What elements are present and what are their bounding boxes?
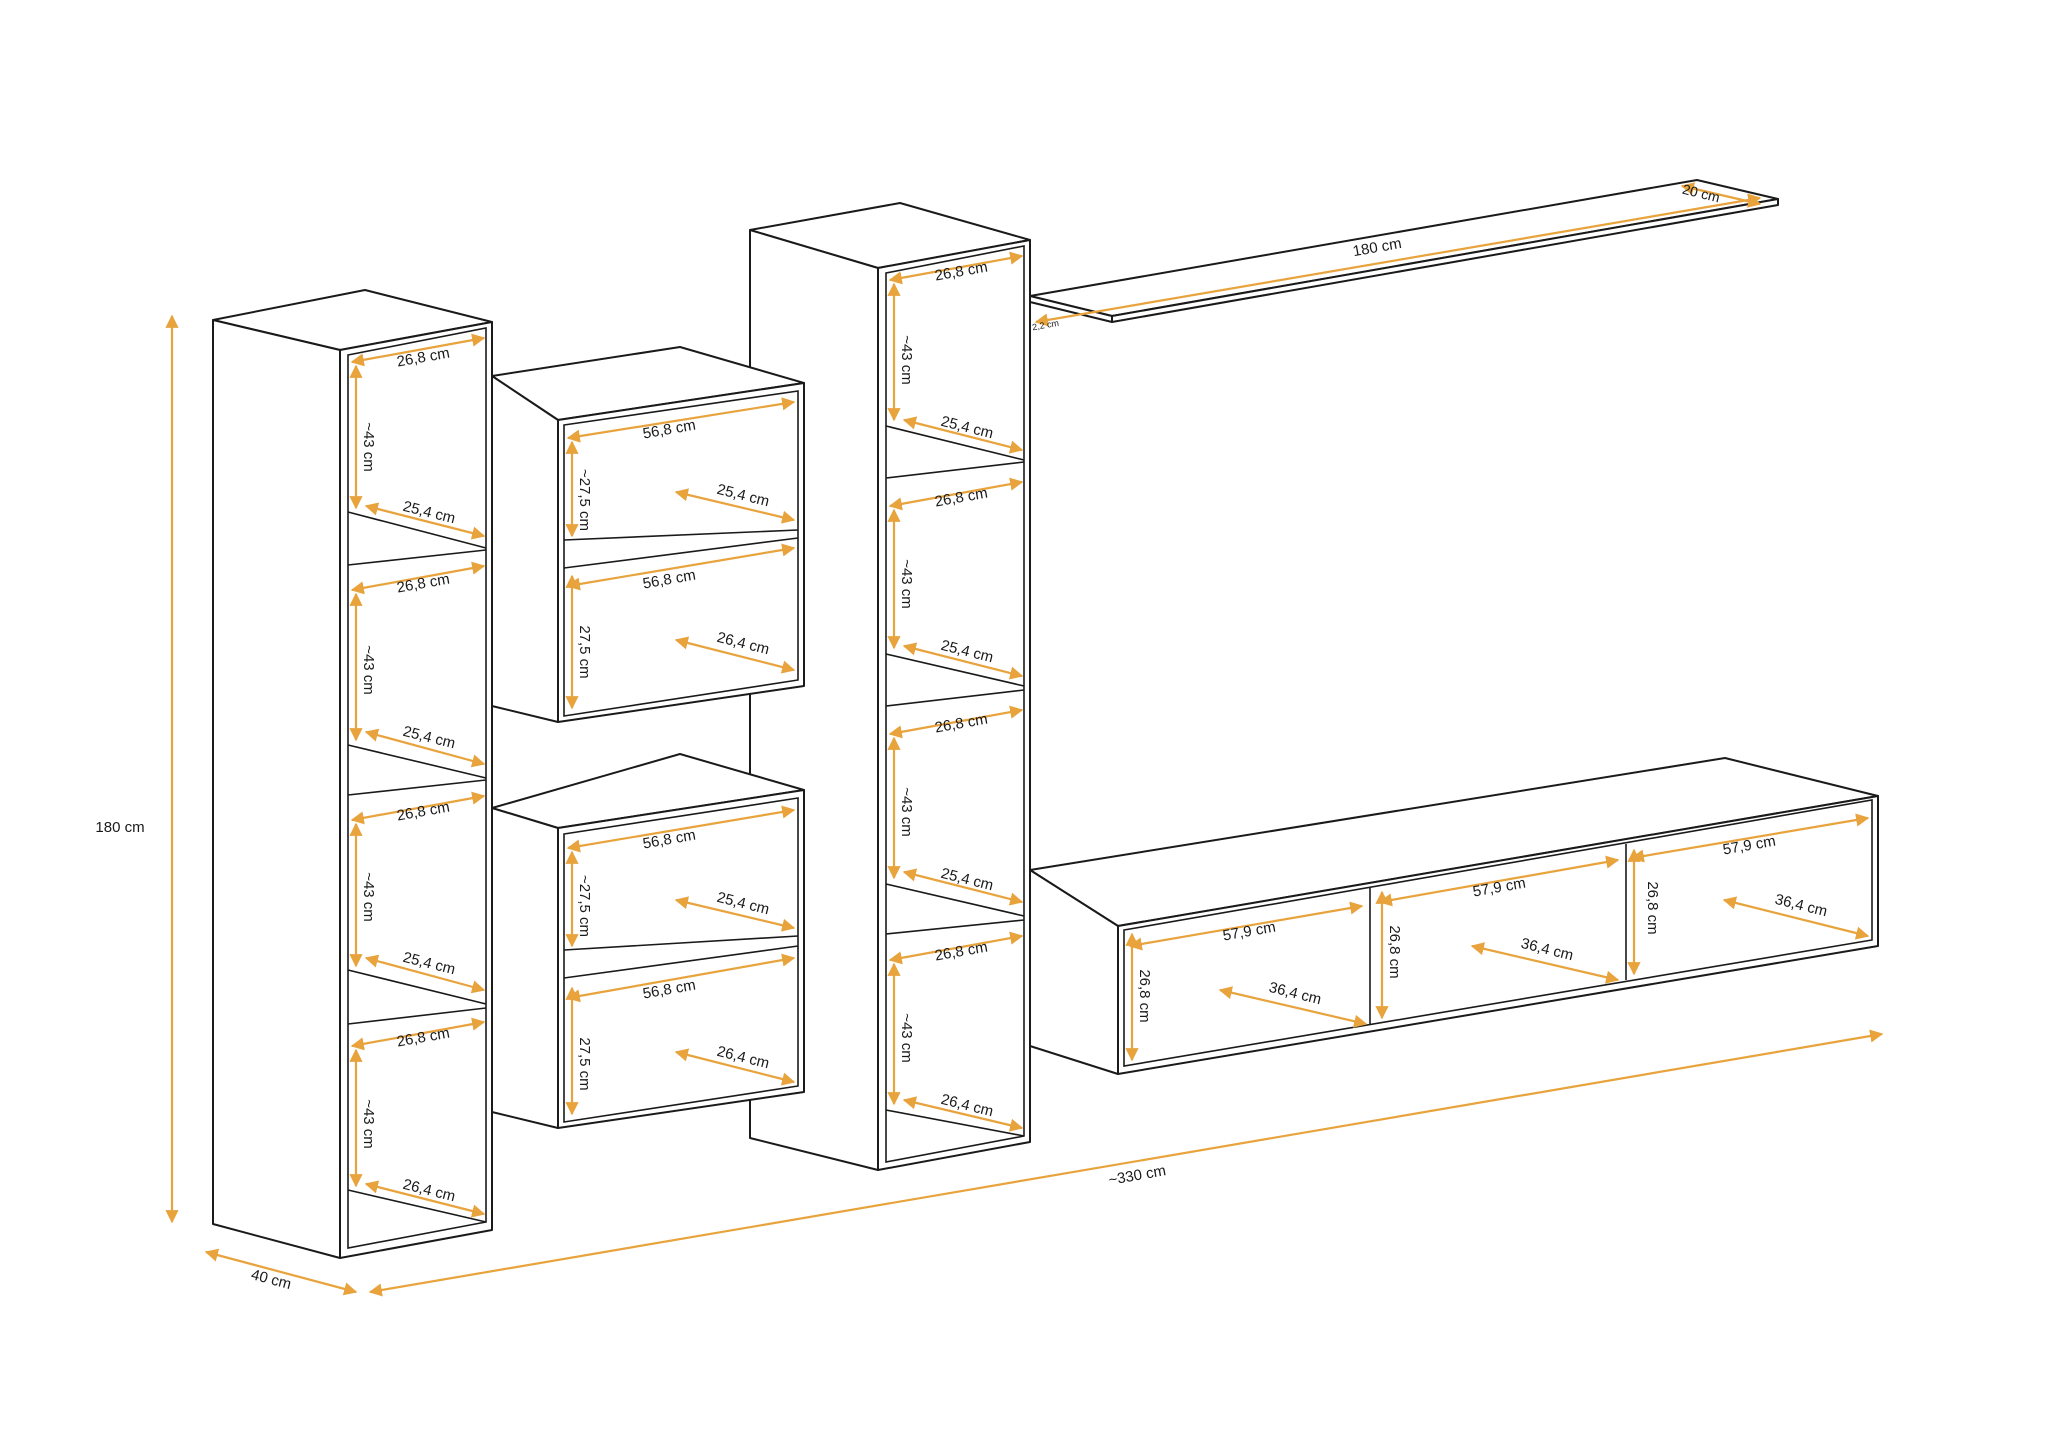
dim-tall-a-w3 [350,791,486,825]
dim-cab-bottom-d1 [674,896,796,932]
dim-tv-w1 [1128,901,1364,951]
tall-unit-a [212,289,493,1259]
dim-cab-top-w2 [566,543,796,591]
dim-tall-b-d4 [902,1096,1024,1132]
dimension-lines [165,182,1884,1297]
dim-cab-bottom-d2 [674,1048,796,1086]
dim-tall-b-w4 [888,931,1024,965]
label-tall-b-h2: ~43 cm [898,559,915,609]
dim-cab-top-d2 [674,636,796,674]
dim-tv-w3 [1630,813,1870,863]
label-shelf-thickness: 2,2 cm [1031,318,1059,333]
dim-tv-d2 [1470,942,1620,984]
dim-tall-b-d1 [902,416,1024,454]
label-cab-bottom-h2: 27,5 cm [576,1037,593,1090]
dim-tall-a-d2 [364,728,486,768]
dim-tall-a-w2 [350,561,486,595]
label-tall-b-h3: ~43 cm [898,787,915,837]
dim-overall-depth [204,1248,358,1296]
dim-tall-a-w4 [350,1017,486,1051]
dim-cab-bottom-w1 [566,805,796,853]
dim-tall-a-w1 [350,333,486,367]
wall-shelf [1029,179,1779,323]
dim-tv-d1 [1218,986,1368,1028]
label-tall-b-h1: ~43 cm [898,335,915,385]
dim-tv-d3 [1722,896,1870,940]
dim-shelf-length [1034,193,1762,327]
dim-tall-b-w3 [888,705,1024,739]
dim-tall-a-d3 [364,954,486,994]
dim-shelf-depth [1680,182,1762,208]
label-tv-h2: 26,8 cm [1386,925,1403,978]
dim-tall-b-w2 [888,477,1024,511]
dim-tall-b-d2 [902,642,1024,680]
dim-overall-width [368,1029,1884,1297]
label-overall-height: 180 cm [95,819,144,836]
dim-tall-a-d4 [364,1180,486,1218]
dim-cab-top-w1 [566,397,796,443]
label-tv-h3: 26,8 cm [1644,881,1661,934]
dim-cab-top-d1 [674,488,796,524]
tv-unit [1029,757,1879,1075]
label-cab-top-h1: ~27,5 cm [576,469,593,531]
cabinet-top [491,346,805,723]
label-tall-a-h3: ~43 cm [360,872,377,922]
dim-tall-a-d1 [364,502,486,540]
label-overall-width: ~330 cm [1107,1162,1167,1189]
label-cab-bottom-h1: ~27,5 cm [576,875,593,937]
label-cab-top-h2: 27,5 cm [576,625,593,678]
label-overall-depth: 40 cm [249,1266,293,1293]
dim-cab-bottom-w2 [566,953,796,1003]
dim-tv-w2 [1378,855,1620,907]
dim-tall-b-w1 [888,251,1024,285]
label-tall-a-h4: ~43 cm [360,1099,377,1149]
label-tv-h1: 26,8 cm [1136,969,1153,1022]
dim-tall-b-d3 [902,868,1024,906]
label-tall-a-h2: ~43 cm [360,645,377,695]
label-tall-b-h4: ~43 cm [898,1013,915,1063]
label-tall-a-h1: ~43 cm [360,422,377,472]
